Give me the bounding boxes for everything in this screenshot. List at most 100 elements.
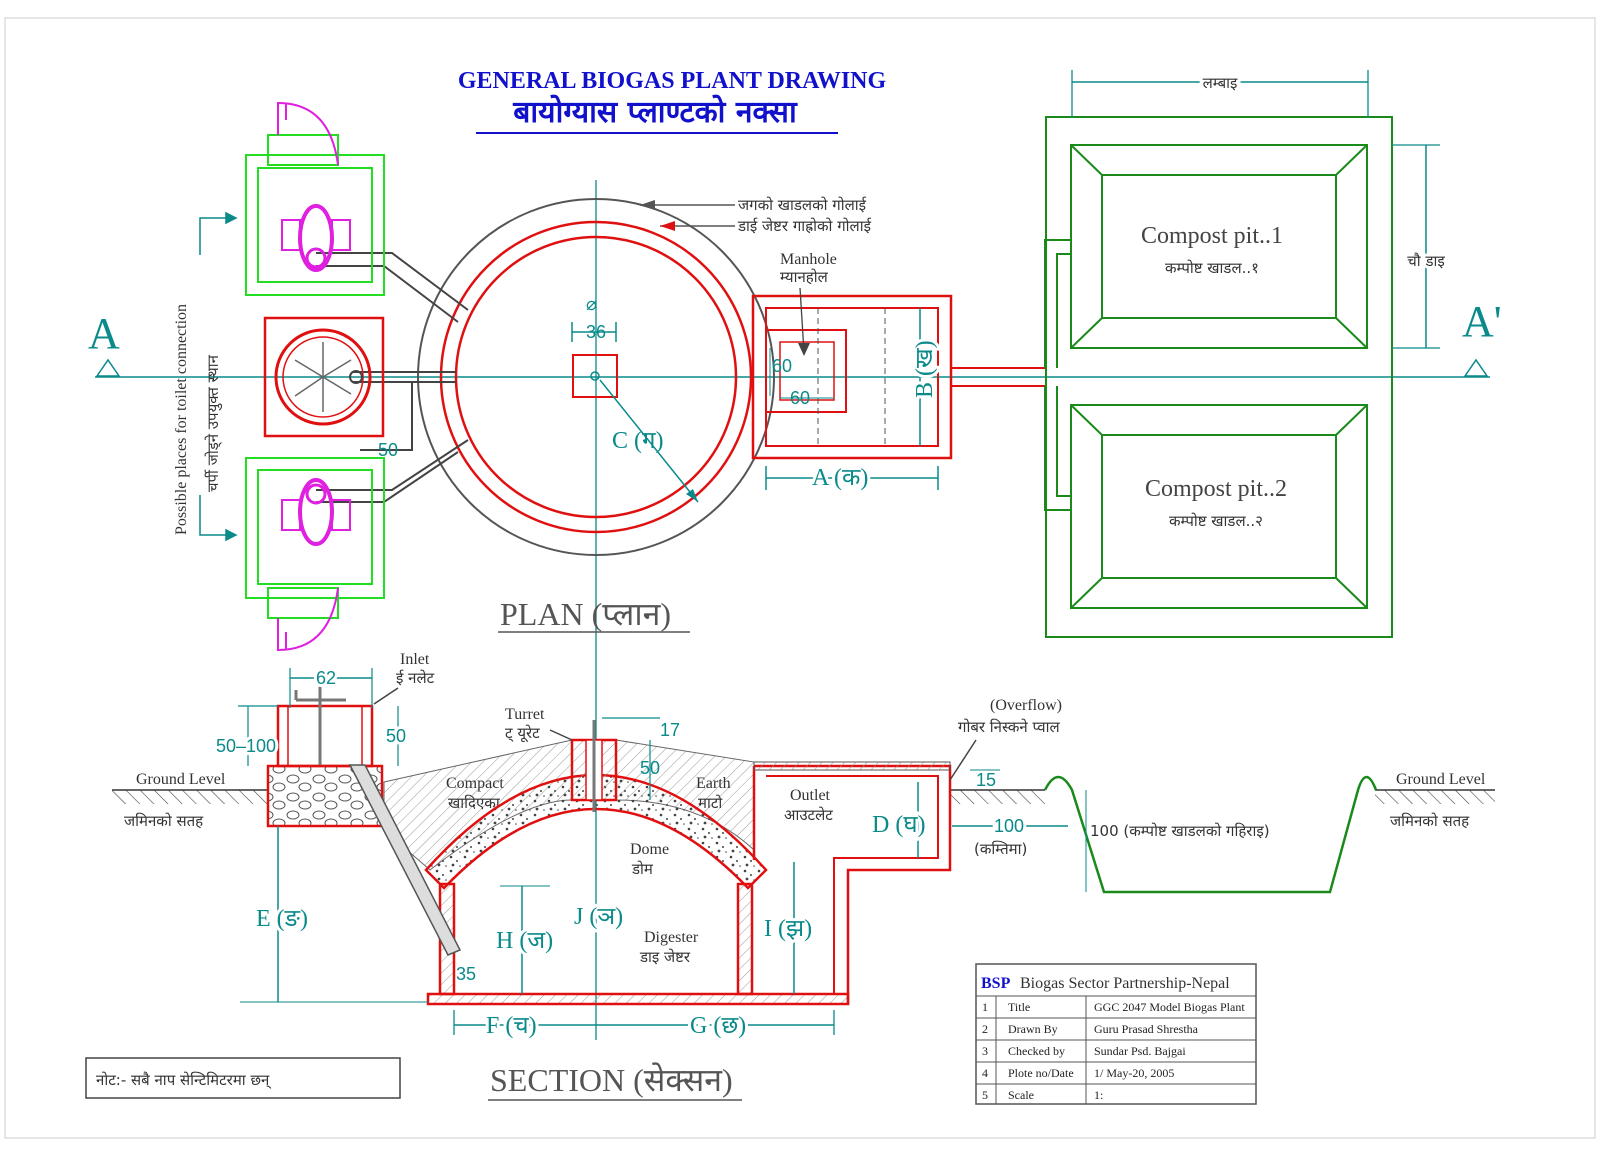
dim-50-plan: 50 [378,440,398,460]
width-label: चौ डाइ [1407,252,1445,270]
dim-h: H (ज) [496,928,553,954]
toilet-label-en: Possible places for toilet connection [173,304,190,535]
pit-depth: 100 (कम्पोष्ट खाडलको गहिराइ) [1090,822,1270,840]
digester-np: डाइ जेष्टर [639,948,691,966]
dim-35: 35 [456,964,476,984]
section-arrow-left [95,358,121,377]
inlet-en: Inlet [400,651,430,668]
toilet-connection-arrows [199,211,238,542]
compost2-en: Compost pit..2 [1145,476,1287,502]
dim-min: (कम्तिमा) [974,840,1027,858]
dim-a: A (क) [812,465,868,491]
earth-np: माटो [698,794,723,812]
dim-b: B (ख) [912,340,938,398]
turret-np: ट् यूरेट [505,724,540,743]
toilet-bottom [245,457,385,652]
title-block-no: 2 [982,1022,988,1036]
title-block-value: 1/ May-20, 2005 [1094,1066,1174,1080]
digester-section [426,882,850,1006]
ground-left-en: Ground Level [136,771,226,788]
dome-en: Dome [630,841,669,858]
outlet-en: Outlet [790,787,831,804]
note-box [85,1057,401,1099]
dim-60-vertical: 60 [772,356,792,376]
compact-np: खादिएका [448,794,501,812]
note-text: नोट:- सबै नाप सेन्टिमिटरमा छन् [96,1071,271,1089]
pit-circle-label: जगको खाडलको गोलाई [738,196,867,214]
title-block-no: 1 [982,1000,988,1014]
foundation-pit-circle [417,198,775,556]
dim-62: 62 [316,668,336,688]
compost2-np: कम्पोष्ट खाडल..२ [1169,512,1263,530]
digester-wall-inner [454,235,738,519]
bsp-logo: BSP [981,975,1011,992]
title-block-label: Title [1008,1000,1030,1014]
dim-50-inlet: 50 [386,726,406,746]
dim-100: 100 [994,816,1024,836]
org-name: Biogas Sector Partnership-Nepal [1020,975,1230,992]
section-arrow-right [1463,358,1489,377]
title-block-label: Scale [1008,1088,1034,1102]
digester-en: Digester [644,929,699,946]
outlet-np: आउटलेट [784,806,833,824]
title-block-no: 3 [982,1044,988,1058]
section-mark-a-prime: A' [1462,297,1502,346]
overflow-en: (Overflow) [990,697,1062,714]
earth-en: Earth [696,775,731,792]
compost-pits-plan [1044,116,1393,638]
outlet-section [752,761,952,1004]
dim-17: 17 [660,720,680,740]
dim-36: 36 [586,322,606,342]
turret-section [570,720,618,812]
inlet-section [266,686,462,956]
digester-wall-outer [439,220,753,534]
ground-right-en: Ground Level [1396,771,1486,788]
inlet-np: ई नलेट [396,669,435,687]
outlet-tank-plan [751,294,1045,460]
title-block-no: 5 [982,1088,988,1102]
title-block-value: Guru Prasad Shrestha [1094,1022,1199,1036]
dim-j: J (ञ) [574,904,623,930]
toilet-top [245,101,385,296]
dim-50-100: 50–100 [216,736,276,756]
title-block-value: Sundar Psd. Bajgai [1094,1044,1186,1058]
title-block [975,963,1257,1105]
dim-e: E (ङ) [256,906,308,932]
title-nepali: बायोग्यास प्लाण्टको नक्सा [512,94,798,130]
digester-circle-label: डाई जेष्टर गाह्रोको गोलाई [737,217,872,235]
overflow-np: गोबर निस्कने प्वाल [958,718,1060,736]
section-mark-a: A [88,309,120,358]
toilet-label-np: चर्पी जोड्ने उपयुक्त स्थान [204,354,223,492]
svg-text:⌀: ⌀ [586,294,597,314]
dim-d: D (घ) [872,812,926,838]
plan-heading: PLAN (प्लान) [500,596,671,632]
turret-square [572,354,618,398]
turret-en: Turret [505,706,545,723]
title-block-label: Plote no/Date [1008,1066,1074,1080]
dim-15: 15 [976,770,996,790]
manhole-label-en: Manhole [780,251,837,268]
dim-g: G (छ) [690,1013,746,1039]
dim-c: C (ग) [612,428,664,454]
manhole-label-np: म्यानहोल [780,268,829,286]
dome [424,773,768,890]
ground-left-np: जमिनको सतह [124,812,204,830]
compost1-np: कम्पोष्ट खाडल..१ [1165,259,1259,277]
title-english: GENERAL BIOGAS PLANT DRAWING [458,68,887,94]
dim-f: F (च) [486,1013,537,1039]
title-block-rows: 1 Title GGC 2047 Model Biogas Plant 2 Drawn … [982,1000,1245,1102]
length-label: लम्बाइ [1203,74,1238,92]
title-block-label: Drawn By [1008,1022,1058,1036]
inlet-tank-plan [263,316,385,438]
section-heading: SECTION (सेक्सन) [490,1062,733,1098]
dim-i: I (झ) [764,916,812,942]
dome-np: डोम [631,860,654,878]
compact-en: Compact [446,775,504,792]
ground-right-np: जमिनको सतह [1390,812,1470,830]
compost1-en: Compost pit..1 [1141,223,1283,249]
compost-pit-section [1043,775,1378,894]
title-block-no: 4 [982,1066,988,1080]
title-block-value: 1: [1094,1088,1103,1102]
title-block-value: GGC 2047 Model Biogas Plant [1094,1000,1245,1014]
